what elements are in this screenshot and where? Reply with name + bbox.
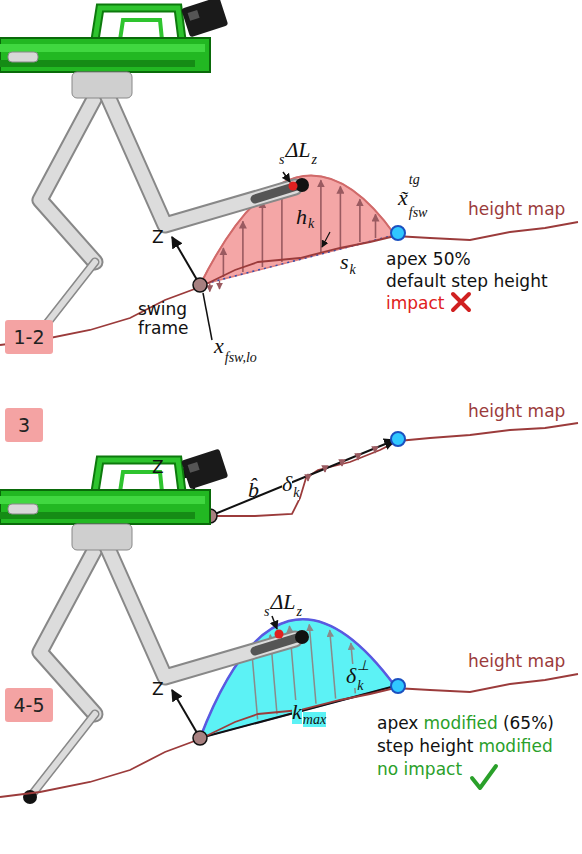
- axis-label: Z: [152, 680, 164, 699]
- symbol: s: [340, 250, 349, 274]
- terrain-label: height map: [468, 402, 565, 421]
- superscript: tg: [409, 172, 420, 187]
- step-number: 1-2: [13, 326, 44, 348]
- panel-step-box: 4-5: [5, 688, 53, 722]
- axis-label: Z: [152, 458, 164, 477]
- subscript: fsw,lo: [225, 350, 257, 365]
- subscript: z: [297, 604, 302, 619]
- panel-step-box: 1-2: [5, 320, 53, 354]
- symbol: ΔL: [270, 590, 295, 614]
- note: step height: [377, 737, 473, 756]
- subscript: z: [312, 152, 317, 167]
- panel-step-box: 3: [5, 408, 43, 442]
- symbol: h: [296, 205, 307, 229]
- subscript: s: [264, 604, 269, 619]
- terrain-label: height map: [468, 652, 565, 671]
- subscript: k: [357, 678, 363, 693]
- note: modified: [478, 737, 552, 756]
- note: apex: [377, 714, 418, 733]
- note: (65%): [503, 714, 554, 733]
- symbol: x: [214, 334, 224, 358]
- symbol: δ: [346, 664, 356, 688]
- status-note: no impact: [377, 760, 462, 779]
- symbol: x̃: [398, 186, 408, 210]
- subscript: k: [308, 216, 314, 231]
- note: default step height: [386, 272, 548, 291]
- subscript: k: [350, 262, 356, 277]
- note: apex 50%: [386, 250, 471, 269]
- subscript: max: [303, 712, 326, 727]
- symbol: ΔL: [285, 138, 310, 162]
- step-number: 4-5: [13, 694, 44, 716]
- status-note: impact: [386, 294, 445, 313]
- terrain-label: height map: [468, 200, 565, 219]
- symbol: k: [292, 700, 302, 724]
- subscript: k: [293, 485, 299, 500]
- note: modified: [423, 714, 497, 733]
- frame-label: swing frame: [138, 300, 200, 337]
- subscript: fsw: [409, 205, 428, 220]
- subscript: s: [279, 152, 284, 167]
- symbol: b̂: [248, 478, 259, 502]
- axis-label: Z: [152, 228, 164, 247]
- superscript: ⊥: [357, 658, 369, 673]
- symbol: δ: [282, 472, 292, 496]
- step-number: 3: [18, 414, 30, 436]
